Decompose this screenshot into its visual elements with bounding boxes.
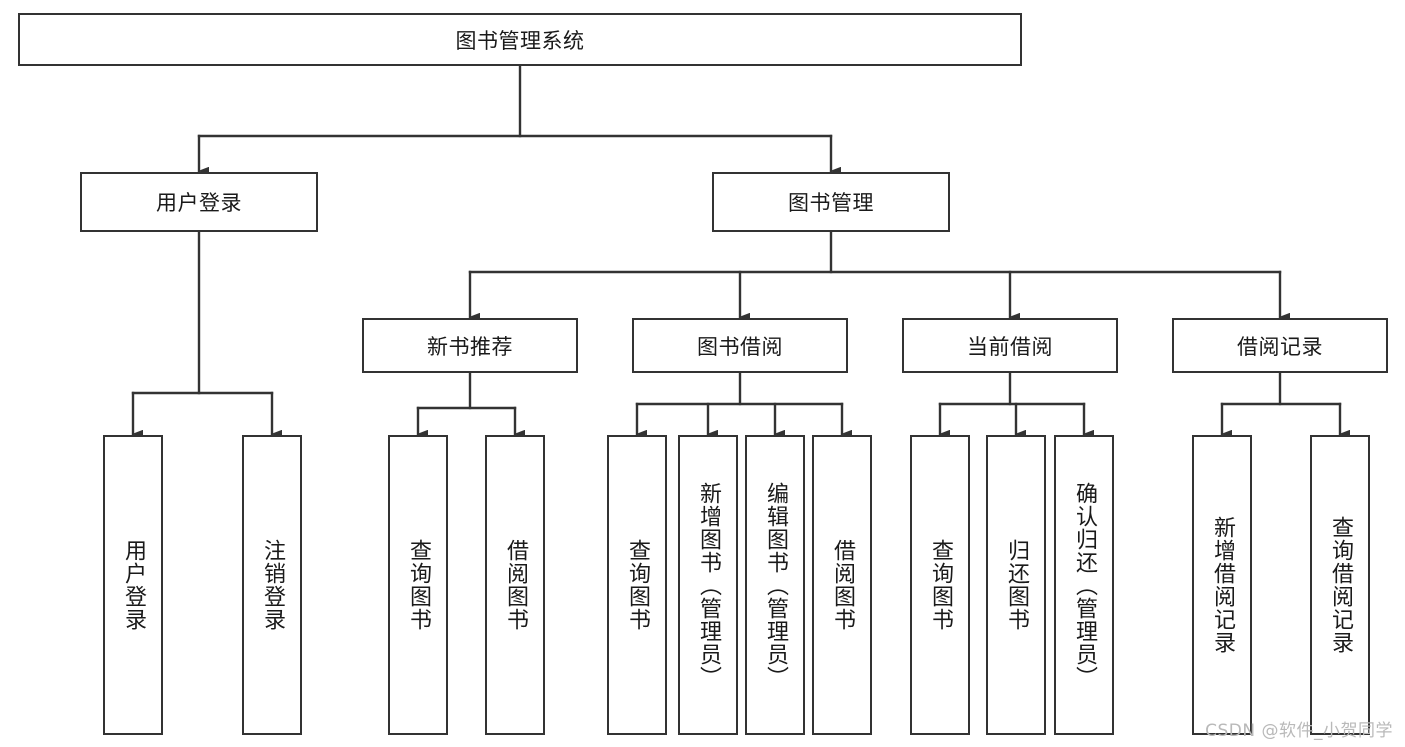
node-leaf-user-login: 用户登录: [103, 435, 163, 735]
node-label: 新增图书（管理员）: [695, 481, 721, 689]
node-leaf-edit-book: 编辑图书（管理员）: [745, 435, 805, 735]
node-label: 编辑图书（管理员）: [762, 481, 788, 689]
node-label: 查询图书: [624, 539, 650, 631]
node-leaf-add-record: 新增借阅记录: [1192, 435, 1252, 735]
node-current-borrow: 当前借阅: [902, 318, 1118, 373]
node-user-login: 用户登录: [80, 172, 318, 232]
node-label: 注销登录: [259, 539, 285, 631]
node-leaf-borrow-book-bm: 借阅图书: [812, 435, 872, 735]
node-leaf-logout: 注销登录: [242, 435, 302, 735]
node-label: 归还图书: [1003, 539, 1029, 631]
node-leaf-return-book: 归还图书: [986, 435, 1046, 735]
node-label: 查询借阅记录: [1327, 516, 1353, 654]
node-leaf-confirm-return: 确认归还（管理员）: [1054, 435, 1114, 735]
node-leaf-query-book-bm: 查询图书: [607, 435, 667, 735]
node-label: 当前借阅: [967, 334, 1053, 359]
node-book-borrow: 图书借阅: [632, 318, 848, 373]
node-root-root: 图书管理系统: [18, 13, 1022, 66]
node-label: 图书管理系统: [455, 28, 585, 53]
node-label: 借阅图书: [502, 539, 528, 631]
node-leaf-query-book-cb: 查询图书: [910, 435, 970, 735]
node-borrow-record: 借阅记录: [1172, 318, 1388, 373]
node-label: 用户登录: [156, 191, 242, 215]
node-label: 借阅记录: [1237, 334, 1323, 359]
node-leaf-query-record: 查询借阅记录: [1310, 435, 1370, 735]
node-leaf-borrow-book-rec: 借阅图书: [485, 435, 545, 735]
node-label: 新增借阅记录: [1209, 516, 1235, 654]
node-label: 图书管理: [788, 191, 874, 215]
node-new-book-rec: 新书推荐: [362, 318, 578, 373]
node-leaf-add-book: 新增图书（管理员）: [678, 435, 738, 735]
node-leaf-query-book-rec: 查询图书: [388, 435, 448, 735]
node-label: 查询图书: [405, 539, 431, 631]
node-book-manage: 图书管理: [712, 172, 950, 232]
node-label: 确认归还（管理员）: [1071, 481, 1097, 689]
node-label: 查询图书: [927, 539, 953, 631]
node-label: 新书推荐: [427, 334, 513, 359]
node-label: 用户登录: [120, 539, 146, 631]
watermark-text: CSDN @软件_小贺同学: [1205, 721, 1393, 741]
node-label: 借阅图书: [829, 539, 855, 631]
node-label: 图书借阅: [697, 334, 783, 359]
